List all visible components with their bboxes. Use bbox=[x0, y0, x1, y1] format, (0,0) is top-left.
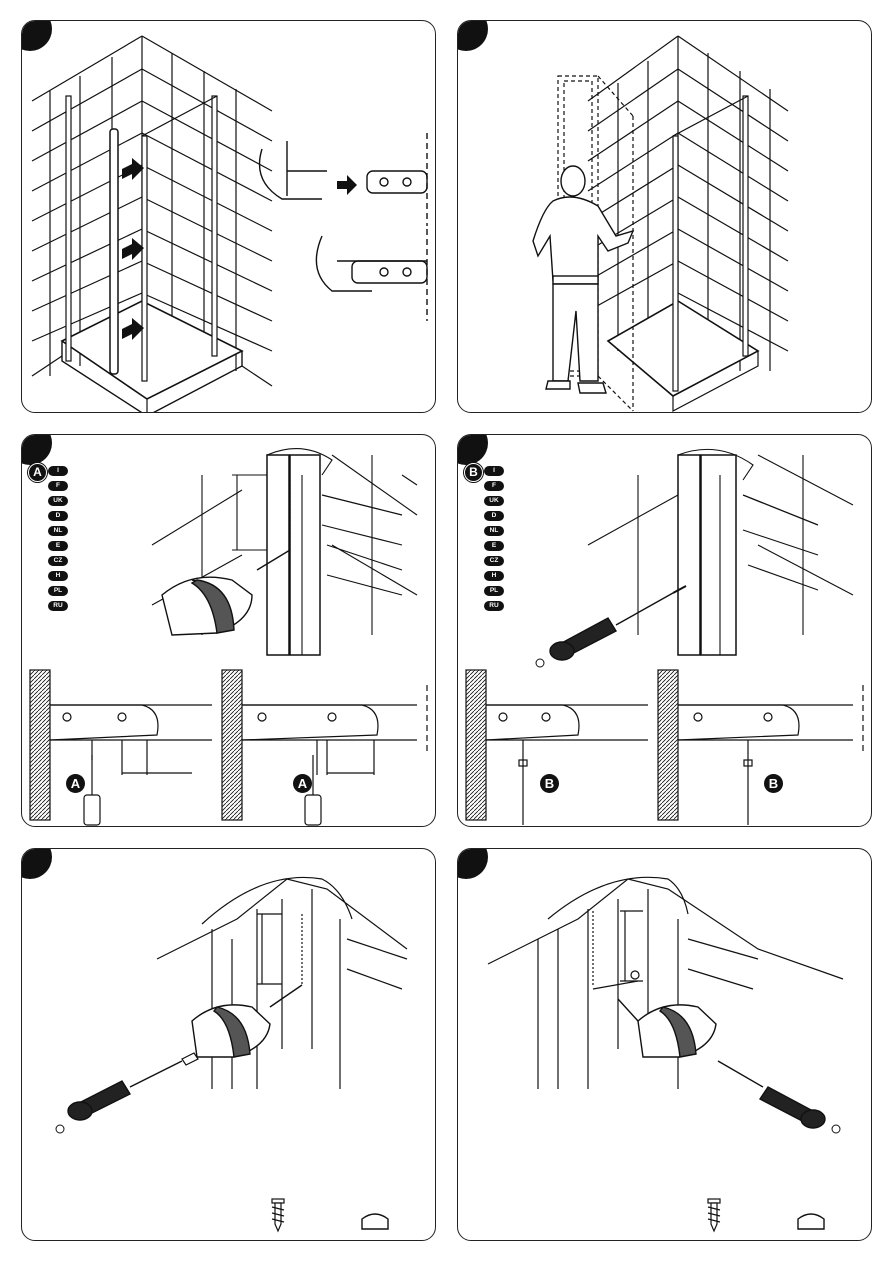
drill-icon bbox=[161, 576, 253, 636]
lang-code: CZ bbox=[48, 556, 68, 566]
lang-code: NL bbox=[48, 526, 68, 536]
lang-code: H bbox=[484, 571, 504, 581]
lang-code: E bbox=[48, 541, 68, 551]
drill-and-screw-illustration-right bbox=[487, 876, 844, 1233]
callout-a-right: A bbox=[293, 774, 312, 793]
lang-code: UK bbox=[484, 496, 504, 506]
lang-code: PL bbox=[48, 586, 68, 596]
lang-code: RU bbox=[484, 601, 504, 611]
drilling-illustration-a bbox=[29, 448, 428, 826]
tile-wall-right bbox=[141, 35, 273, 371]
screw-icon bbox=[707, 1198, 721, 1233]
drill-and-screw-illustration-left bbox=[55, 876, 408, 1233]
lang-code: F bbox=[48, 481, 68, 491]
screw-icon bbox=[181, 1052, 199, 1066]
legend-letter-a: A bbox=[28, 463, 47, 482]
lang-code: H bbox=[48, 571, 68, 581]
step-panel-3: A I F UK D NL E CZ H PL RU bbox=[21, 434, 436, 827]
profile-cross-section-b-left bbox=[465, 669, 648, 825]
screw-icon bbox=[271, 1198, 285, 1233]
drill-icon bbox=[191, 1004, 271, 1058]
arrow-right-icon bbox=[122, 158, 144, 340]
cap-plug-icon bbox=[361, 1213, 389, 1230]
person-icon bbox=[532, 165, 635, 394]
lang-code: CZ bbox=[484, 556, 504, 566]
legend-letter-b: B bbox=[464, 463, 483, 482]
cap-plug-icon bbox=[797, 1213, 825, 1230]
step-panel-4: B I F UK D NL E CZ H PL RU bbox=[457, 434, 872, 827]
lang-code: E bbox=[484, 541, 504, 551]
tile-wall-left bbox=[31, 35, 143, 376]
profile-cross-section-a-left bbox=[29, 669, 212, 826]
step-panel-5 bbox=[21, 848, 436, 1241]
callout-b-right: B bbox=[764, 774, 783, 793]
lang-code: I bbox=[48, 466, 68, 476]
cap-plug-icon bbox=[55, 1124, 65, 1134]
cap-plug-icon bbox=[831, 1124, 841, 1134]
profile-detail-1 bbox=[258, 133, 428, 226]
person-installing-illustration bbox=[532, 35, 789, 412]
lang-code: F bbox=[484, 481, 504, 491]
profile-detail-2 bbox=[315, 229, 428, 321]
lang-code: D bbox=[48, 511, 68, 521]
screwdriver-icon bbox=[549, 585, 687, 661]
callout-b-left: B bbox=[540, 774, 559, 793]
step-panel-1 bbox=[21, 20, 436, 413]
callout-a-left: A bbox=[66, 774, 85, 793]
profile-cross-section-b-right bbox=[657, 669, 864, 825]
lang-code: RU bbox=[48, 601, 68, 611]
screwing-illustration-b bbox=[465, 448, 864, 825]
lang-code: UK bbox=[48, 496, 68, 506]
lang-code: PL bbox=[484, 586, 504, 596]
lang-code: NL bbox=[484, 526, 504, 536]
screwdriver-icon bbox=[67, 1060, 183, 1121]
cap-plug-icon bbox=[535, 658, 545, 668]
lang-code: I bbox=[484, 466, 504, 476]
arrow-right-icon bbox=[337, 175, 357, 195]
step-panel-6 bbox=[457, 848, 872, 1241]
lang-code: D bbox=[484, 511, 504, 521]
drill-icon bbox=[617, 998, 717, 1058]
profile-cross-section-a-right bbox=[221, 669, 428, 826]
step-panel-2 bbox=[457, 20, 872, 413]
shower-enclosure-illustration bbox=[31, 35, 428, 412]
screwdriver-icon bbox=[717, 1060, 826, 1129]
